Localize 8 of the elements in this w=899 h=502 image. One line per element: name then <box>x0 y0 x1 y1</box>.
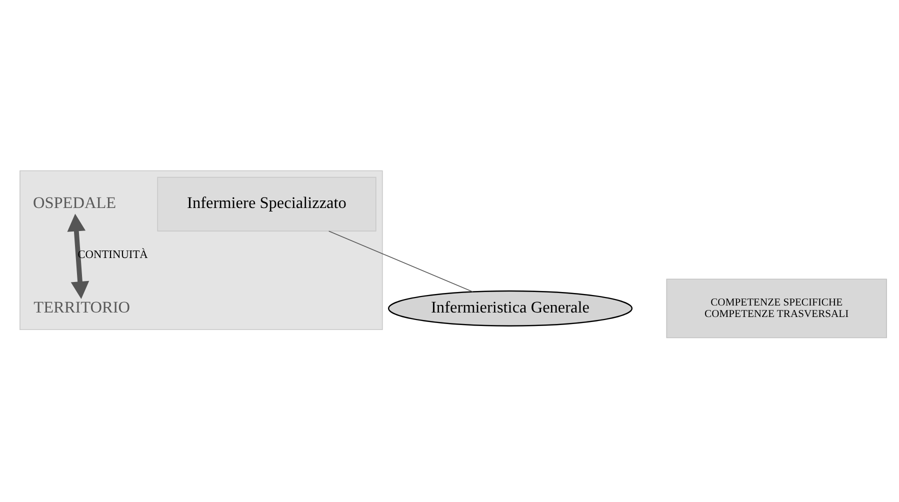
node-ellipse: Infermieristica Generale <box>387 290 632 326</box>
node-box: Infermiere Specializzato <box>156 176 376 232</box>
node-text: TERRITORIO <box>33 297 130 316</box>
node-text: OSPEDALE <box>32 193 116 212</box>
cluster <box>19 170 382 330</box>
connector <box>328 230 473 292</box>
arrow <box>66 214 89 299</box>
node-box: COMPETENZE SPECIFICHE COMPETENZE TRASVERSALI <box>666 278 886 338</box>
